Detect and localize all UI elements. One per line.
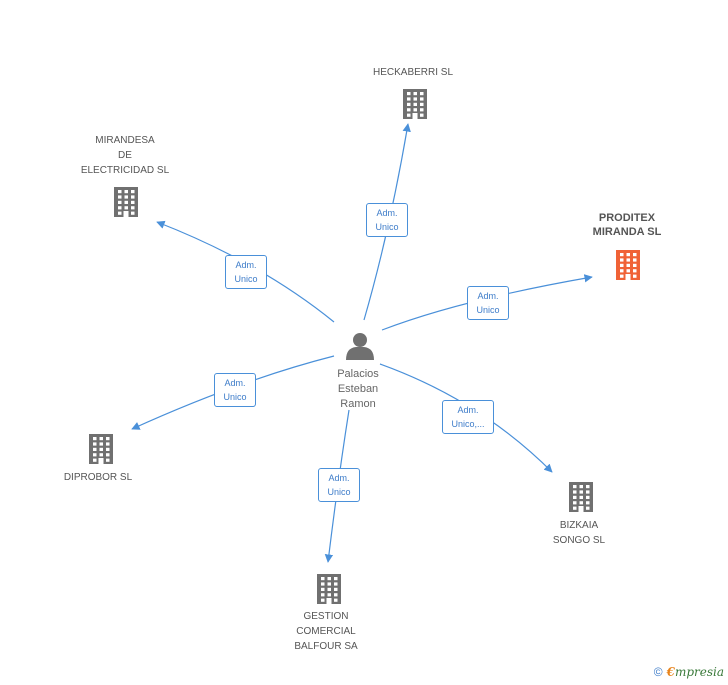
role-tag-gestion[interactable]: Adm.Unico [318,468,360,502]
company-name-mirandesa: MIRANDESA DE ELECTRICIDAD SL [80,135,170,176]
person-icon [346,333,374,360]
role-tag-bizkaia[interactable]: Adm.Unico,... [442,400,494,434]
role-tag-diprobor[interactable]: Adm.Unico [214,373,256,407]
copyright-symbol: © [653,665,663,679]
role-tag-proditex[interactable]: Adm.Unico [467,286,509,320]
building-icon [616,250,640,280]
brand-name: mpresia [674,665,724,679]
role-tag-heckaberri[interactable]: Adm.Unico [366,203,408,237]
brand-logo: ©€mpresia [654,665,724,679]
role-tag-mirandesa[interactable]: Adm.Unico [225,255,267,289]
company-name-heckaberri: HECKABERRI SL [372,67,454,78]
center-person-name: Palacios Esteban Ramon [337,368,379,410]
company-name-gestion: GESTION COMERCIAL BALFOUR SA [294,611,358,652]
brand-initial: € [666,665,675,679]
building-icon [89,434,113,464]
building-icon [569,482,593,512]
company-name-diprobor: DIPROBOR SL [63,472,133,483]
building-icon [317,574,341,604]
company-name-bizkaia: BIZKAIA SONGO SL [552,520,606,546]
building-icon [403,89,427,119]
building-icon [114,187,138,217]
company-name-proditex: PRODITEX MIRANDA SL [592,212,662,238]
